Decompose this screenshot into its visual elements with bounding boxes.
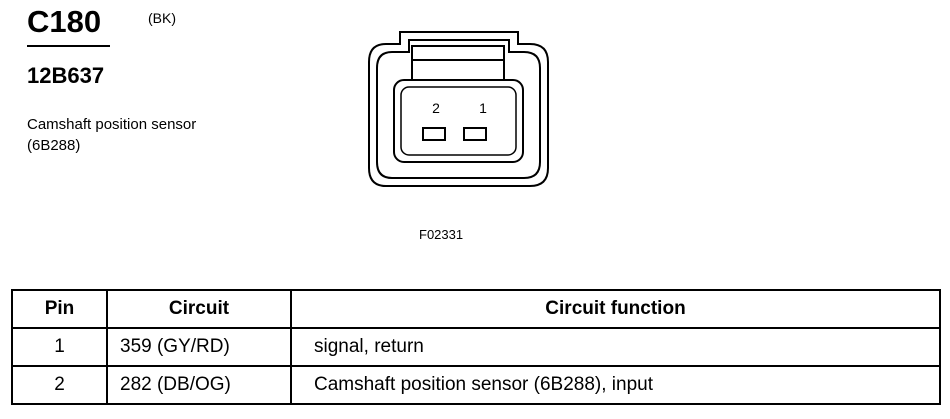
header-circuit: Circuit — [106, 289, 292, 329]
title-underline — [27, 45, 110, 47]
pin-cavity-2 — [422, 127, 446, 141]
connector-housing-inner — [376, 39, 541, 179]
connector-mating-face — [393, 79, 524, 163]
connector-color-code: (BK) — [148, 10, 176, 26]
table-header-row: Pin Circuit Circuit function — [11, 289, 941, 329]
component-description: Camshaft position sensor (6B288) — [27, 116, 197, 154]
cell-circuit-function: signal, return — [290, 327, 941, 367]
figure-id: F02331 — [419, 227, 464, 242]
cell-circuit-function: Camshaft position sensor (6B288), input — [290, 365, 941, 405]
table-row: 1 359 (GY/RD) signal, return — [11, 327, 941, 367]
cell-pin: 2 — [11, 365, 108, 405]
pin-label-1: 1 — [479, 100, 487, 116]
pin-cavity-1 — [463, 127, 487, 141]
table-row: 2 282 (DB/OG) Camshaft position sensor (… — [11, 365, 941, 405]
part-number: 12B637 — [27, 63, 105, 88]
header-pin: Pin — [11, 289, 108, 329]
pin-table: Pin Circuit Circuit function 1 359 (GY/R… — [11, 289, 941, 405]
connector-lock-tab — [411, 45, 505, 81]
header-circuit-function: Circuit function — [290, 289, 941, 329]
connector-housing-outer — [368, 31, 549, 187]
cell-circuit: 282 (DB/OG) — [106, 365, 292, 405]
cell-pin: 1 — [11, 327, 108, 367]
connector-id: C180 — [27, 4, 102, 39]
cell-circuit: 359 (GY/RD) — [106, 327, 292, 367]
connector-face-diagram: 2 1 — [368, 31, 549, 187]
connector-mating-face-inner — [400, 86, 517, 156]
pin-label-2: 2 — [432, 100, 440, 116]
